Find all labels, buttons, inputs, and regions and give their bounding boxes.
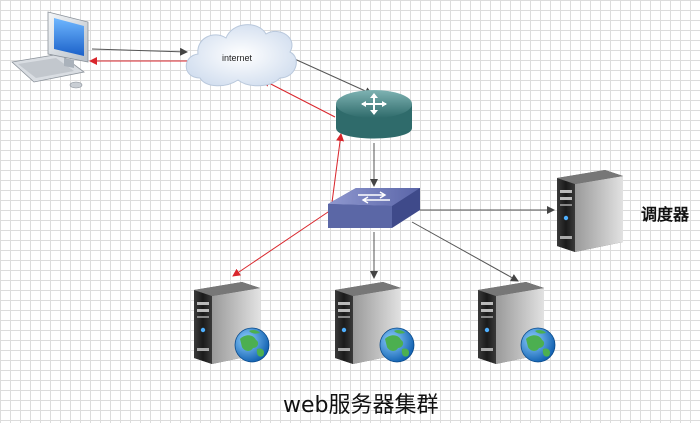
diagram-title: web服务器集群	[283, 393, 439, 418]
server-icon	[557, 170, 623, 252]
pc-icon	[11, 11, 89, 89]
link-switch-to-server-3	[411, 221, 519, 282]
cloud-icon	[185, 24, 297, 87]
web-server-icon	[194, 282, 270, 364]
cloud-label: internet	[222, 53, 253, 63]
link-cloud-to-router	[287, 55, 373, 95]
link-router-to-cloud	[262, 79, 336, 118]
link-switch-to-router	[330, 133, 345, 211]
connection-lines	[89, 47, 555, 282]
link-pc-to-cloud	[91, 47, 188, 56]
scheduler-label: 调度器	[641, 205, 690, 224]
switch-icon	[328, 188, 420, 228]
web-server-icon	[478, 282, 556, 364]
web-server-icon	[335, 282, 415, 364]
link-switch-to-server-1	[232, 209, 332, 277]
router-icon	[336, 90, 412, 139]
